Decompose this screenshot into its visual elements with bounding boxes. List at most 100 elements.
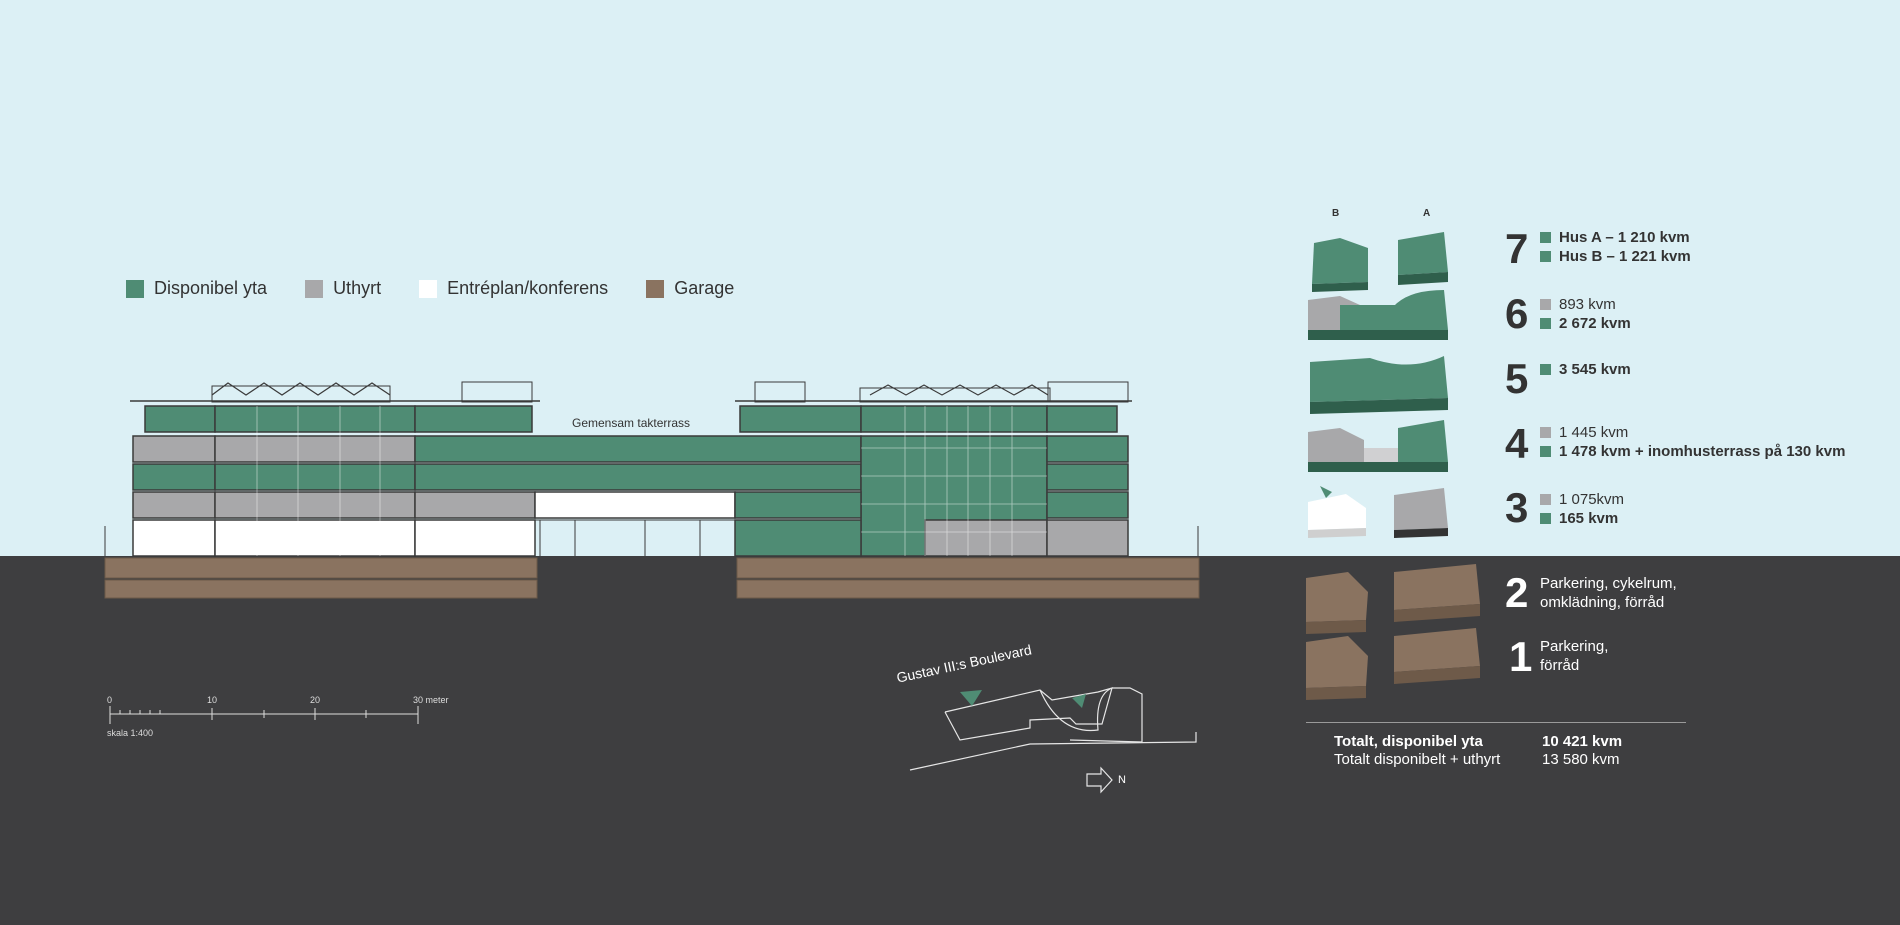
floor-info-4: 1 445 kvm 1 478 kvm + inomhusterrass på … xyxy=(1540,423,1845,461)
floor-white xyxy=(414,519,536,557)
garage-level xyxy=(736,579,1200,599)
floor-line-text: Hus B – 1 221 kvm xyxy=(1559,248,1691,265)
axo-block-brown-side xyxy=(1394,666,1480,684)
axo-block-white xyxy=(1308,494,1366,530)
axo-floor-1 xyxy=(1306,628,1480,700)
axo-block-brown-side xyxy=(1394,604,1480,622)
totals-label: Totalt disponibelt + uthyrt xyxy=(1334,751,1501,768)
floor-grey xyxy=(214,491,416,519)
floor-grey xyxy=(132,491,216,519)
legend: Disponibel yta Uthyrt Entréplan/konferen… xyxy=(126,278,734,299)
totals-value: 10 421 kvm xyxy=(1542,733,1623,750)
garage-level xyxy=(104,579,538,599)
axo-block-grey xyxy=(1394,488,1448,530)
floor-line-text: Parkering, xyxy=(1540,638,1609,655)
floor-line: 2 672 kvm xyxy=(1540,314,1631,333)
grey-marker xyxy=(1540,427,1551,438)
axo-block-green xyxy=(1340,290,1448,332)
floor-line: 1 478 kvm + inomhusterrass på 130 kvm xyxy=(1540,442,1845,461)
roof-sawtooth xyxy=(869,384,1049,396)
floor-green xyxy=(1046,435,1129,463)
totals-value: 13 580 kvm xyxy=(1542,751,1620,768)
axo-block-brown-side xyxy=(1306,686,1366,700)
garage-level xyxy=(736,557,1200,579)
axo-floor-6 xyxy=(1308,290,1448,340)
legend-label: Disponibel yta xyxy=(154,278,268,298)
axo-label-a: A xyxy=(1423,208,1431,219)
terrace-label: Gemensam takterrass xyxy=(572,416,691,430)
site-plan xyxy=(909,687,1197,771)
floor-line-text: 1 445 kvm xyxy=(1559,424,1629,441)
green-marker xyxy=(1540,318,1551,329)
axo-accent xyxy=(1320,486,1332,498)
garage-level xyxy=(104,557,538,579)
north-arrow-icon xyxy=(1086,766,1113,794)
floor-white xyxy=(214,519,416,557)
legend-item-uthyrt: Uthyrt xyxy=(305,278,381,299)
scale-tick-label: 0 xyxy=(107,695,113,705)
floor-green xyxy=(414,435,862,463)
axo-block-grey xyxy=(1364,448,1402,465)
floor-line-text: 893 kvm xyxy=(1559,296,1616,313)
floor-info-3: 1 075kvm 165 kvm xyxy=(1540,490,1624,528)
floor-line: 165 kvm xyxy=(1540,509,1624,528)
floor-line-text: förråd xyxy=(1540,657,1580,674)
legend-swatch xyxy=(646,279,665,298)
floor-line: 3 545 kvm xyxy=(1540,360,1631,379)
axo-floor-5 xyxy=(1310,356,1448,414)
floor-line-text: 2 672 kvm xyxy=(1559,315,1631,332)
floor-green xyxy=(414,405,533,433)
axo-block-brown xyxy=(1306,572,1368,622)
totals-divider xyxy=(1306,722,1686,723)
legend-item-garage: Garage xyxy=(646,278,734,299)
axo-block-brown-side xyxy=(1306,620,1366,634)
north-label: N xyxy=(1118,774,1126,786)
axo-block-dark xyxy=(1394,528,1448,538)
floor-green xyxy=(734,519,862,557)
floor-info-2: Parkering, cykelrum, omklädning, förråd xyxy=(1540,574,1677,612)
grey-marker xyxy=(1540,299,1551,310)
green-marker xyxy=(1540,232,1551,243)
axo-block-b xyxy=(1312,238,1368,284)
legend-swatch xyxy=(305,279,324,298)
roof-sawtooth xyxy=(211,382,391,396)
floor-grey xyxy=(214,435,416,463)
site-entrance-marker xyxy=(960,690,982,706)
floor-grey xyxy=(924,519,1048,557)
floor-green xyxy=(214,405,416,433)
scale-caption: skala 1:400 xyxy=(107,728,154,738)
axo-floor-7 xyxy=(1312,232,1448,292)
floor-grey xyxy=(1046,519,1129,557)
axo-block-dark xyxy=(1310,398,1448,414)
axo-block-green xyxy=(1310,356,1448,402)
axo-block-green xyxy=(1398,420,1448,465)
floor-number-5: 5 xyxy=(1505,355,1529,402)
roof-structure xyxy=(1047,381,1129,403)
floor-green xyxy=(1046,463,1129,491)
axo-block-b xyxy=(1312,282,1368,292)
scale-tick-label: 10 xyxy=(207,695,218,705)
scale-tick-label: 20 xyxy=(310,695,321,705)
floor-number-1: 1 xyxy=(1509,633,1533,680)
totals: Totalt, disponibel yta 10 421 kvm Totalt… xyxy=(1334,733,1622,769)
floor-line-text: 1 075kvm xyxy=(1559,491,1625,508)
roof-structure xyxy=(859,387,1051,403)
floor-line: Hus A – 1 210 kvm xyxy=(1540,228,1691,247)
legend-label: Uthyrt xyxy=(333,278,382,298)
legend-swatch xyxy=(419,279,438,298)
floor-white xyxy=(534,491,736,519)
ground-background xyxy=(0,556,1900,925)
axo-block-a xyxy=(1398,272,1448,285)
floor-green xyxy=(214,463,416,491)
axo-label-b: B xyxy=(1332,208,1340,219)
legend-label: Garage xyxy=(674,278,735,298)
floor-line: 1 445 kvm xyxy=(1540,423,1845,442)
axo-block-brown xyxy=(1394,564,1480,610)
floor-line: 1 075kvm xyxy=(1540,490,1624,509)
floor-number-7: 7 xyxy=(1505,225,1529,272)
legend-label: Entréplan/konferens xyxy=(447,278,609,298)
site-entrance-marker xyxy=(1072,694,1086,708)
floor-number-2: 2 xyxy=(1505,569,1529,616)
roof-structure xyxy=(211,385,391,403)
